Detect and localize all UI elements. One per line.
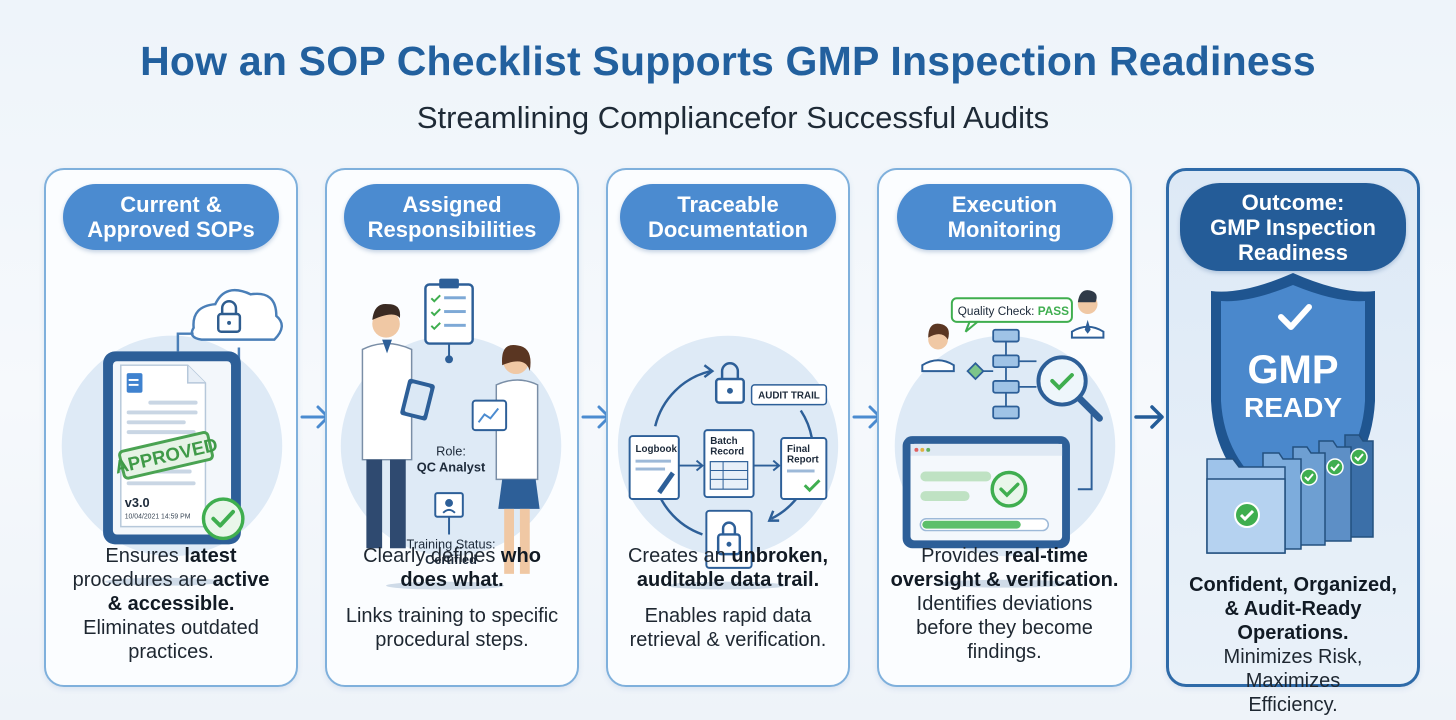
folders-icon [1206, 434, 1374, 554]
card-heading: Execution Monitoring [896, 184, 1113, 250]
process-flowchart [966, 328, 1037, 420]
svg-text:Logbook: Logbook [636, 444, 678, 455]
card-outcome-gmp-readiness: Outcome: GMP Inspection Readiness GMP RE… [1166, 168, 1420, 716]
card-heading: Traceable Documentation [620, 184, 836, 250]
check-circle-icon [990, 470, 1028, 508]
approved-sop-tablet-illustration: APPROVED v3.0 10/04/2021 14:59 PM [61, 288, 283, 586]
svg-text:Final: Final [787, 444, 810, 455]
card-heading: Outcome: GMP Inspection Readiness [1180, 183, 1406, 271]
card-heading: Assigned Responsibilities [344, 184, 560, 250]
svg-text:Batch: Batch [710, 436, 737, 447]
svg-text:Quality Check: PASS: Quality Check: PASS [958, 304, 1069, 318]
clipboard-checklist-icon [424, 278, 474, 364]
document-icon [126, 373, 143, 393]
lock-icon [714, 362, 745, 404]
inspector-avatar-icon [921, 323, 955, 373]
version-date: 10/04/2021 14:59 PM [125, 514, 191, 521]
version-label: v3.0 [125, 495, 150, 510]
card-description: Ensures latest procedures are active & a… [72, 545, 270, 663]
locked-document-icon [705, 509, 753, 569]
card-description: Creates an unbroken, auditable data trai… [627, 545, 829, 651]
card-assigned-responsibilities: Assigned Responsibilities [325, 168, 579, 687]
card-description: Clearly defines who does what. Links tra… [345, 545, 559, 651]
svg-text:GMP: GMP [1247, 348, 1338, 392]
audit-trail-tag [750, 384, 828, 406]
svg-text:Report: Report [787, 455, 819, 466]
final-report-icon: Final Report [780, 437, 828, 501]
batch-record-icon: Batch Record [703, 429, 755, 499]
audit-trail-cycle-illustration: AUDIT TRAIL Logbook Batch Record Final R… [617, 335, 839, 590]
check-circle-icon [201, 497, 245, 541]
svg-text:AUDIT TRAIL: AUDIT TRAIL [758, 391, 820, 402]
male-scientist-figure [361, 303, 435, 549]
svg-text:Record: Record [710, 447, 744, 458]
card-current-approved-sops: Current & Approved SOPs [44, 168, 298, 687]
quality-monitoring-illustration: Quality Check: PASS [894, 290, 1116, 588]
logbook-icon: Logbook [628, 435, 680, 500]
svg-text:READY: READY [1244, 392, 1342, 423]
card-heading: Current & Approved SOPs [63, 184, 279, 250]
supervisor-avatar-icon [1070, 290, 1105, 339]
magnifier-check-icon [1036, 355, 1103, 422]
training-status-value: Certified [425, 552, 477, 567]
card-traceable-documentation: Traceable Documentation AUDIT TRAIL Logb… [606, 168, 850, 687]
gmp-ready-shield-illustration: GMP READY [1206, 273, 1375, 554]
team-roles-illustration: Role: QC Analyst Training Status: Certif… [340, 278, 562, 590]
cloud-lock-icon [176, 288, 283, 387]
card-execution-monitoring: Execution Monitoring Quality Check: PASS [877, 168, 1132, 687]
role-label: Role: [436, 444, 466, 459]
page-title: How an SOP Checklist Supports GMP Inspec… [140, 38, 1316, 84]
quality-check-bubble [950, 297, 1073, 323]
certificate-icon [434, 492, 464, 535]
card-description: Provides real-time oversight & verificat… [890, 545, 1119, 663]
card-description: Confident, Organized, & Audit-Ready Oper… [1189, 574, 1397, 716]
page-subtitle: Streamlining Compliancefor Successful Au… [416, 100, 1050, 135]
flow-arrow-icon [1134, 403, 1168, 431]
female-scientist-figure [471, 344, 540, 574]
role-value: QC Analyst [417, 459, 486, 474]
training-status-label: Training Status: [406, 536, 495, 551]
